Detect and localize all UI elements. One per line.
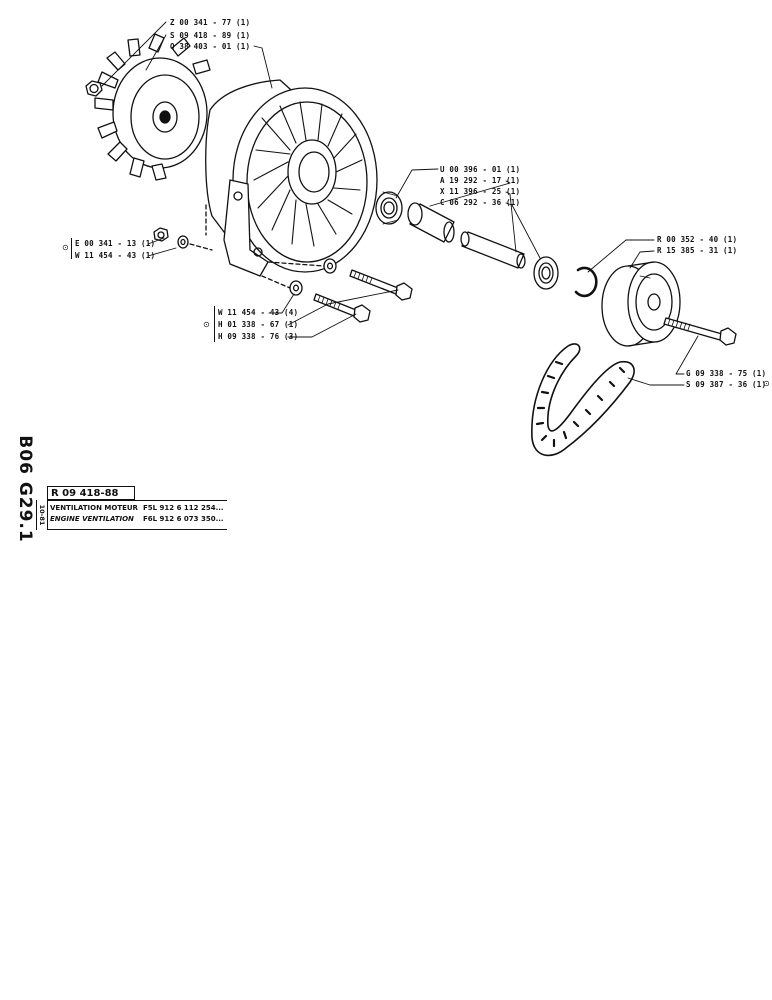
callout-bearing-right: C 06 292 - 36 (1)	[440, 198, 521, 207]
pulley-bolt-part	[663, 317, 737, 346]
title-block: R 09 418-88 VENTILATION MOTEUR F5L 912 6…	[47, 486, 227, 530]
callout-bolt-short: H 01 338 - 67 (1)	[218, 320, 299, 329]
left-washer-part	[177, 235, 189, 249]
callout-left-washer: W 11 454 - 43 (1)	[75, 251, 156, 260]
callout-nut: Z 00 341 - 77 (1)	[170, 18, 251, 27]
nut-part	[85, 80, 103, 97]
long-bolt-part	[349, 269, 413, 301]
model-english: F6L 912 6 073 350...	[143, 515, 224, 523]
group-marker-icon: ⊙	[763, 379, 770, 388]
callout-v-belt: S 09 387 - 36 (1)	[686, 380, 767, 389]
title-lines: VENTILATION MOTEUR F5L 912 6 112 254... …	[47, 500, 227, 530]
callout-fan-housing: Q 38 403 - 01 (1)	[170, 42, 251, 51]
model-french: F5L 912 6 112 254...	[143, 504, 224, 512]
callout-shaft: X 11 396 - 25 (1)	[440, 187, 521, 196]
group-bracket	[71, 238, 72, 259]
callout-bearing-left: U 00 396 - 01 (1)	[440, 165, 521, 174]
group-marker-icon: ⊙	[62, 243, 69, 252]
washer-part	[289, 258, 337, 296]
reference-number: R 09 418-88	[47, 486, 135, 500]
group-marker-icon: ⊙	[203, 320, 210, 329]
bearing-left-part	[375, 191, 403, 225]
shaft-part	[460, 231, 526, 269]
sheet-code: B06 G29.1	[15, 435, 35, 543]
group-bracket	[214, 306, 215, 342]
left-nut-part	[153, 227, 169, 242]
callout-pulley-bolt: G 09 338 - 75 (1)	[686, 369, 767, 378]
spacer-sleeve-part	[407, 202, 455, 243]
sheet-revision: 10-81	[36, 500, 48, 530]
callout-circlip: R 00 352 - 40 (1)	[657, 235, 738, 244]
v-belt-part	[531, 343, 635, 457]
fan-housing-part	[205, 79, 378, 277]
fan-wheel-part	[94, 33, 211, 181]
callout-pulley: R 15 385 - 31 (1)	[657, 246, 738, 255]
callout-bolt-long: H 09 338 - 76 (3)	[218, 332, 299, 341]
callout-fan-wheel: S 09 418 - 89 (1)	[170, 31, 251, 40]
callout-washer-set: W 11 454 - 43 (4)	[218, 308, 299, 317]
callout-left-nut: E 00 341 - 13 (1)	[75, 239, 156, 248]
short-bolt-part	[313, 293, 371, 323]
title-french: VENTILATION MOTEUR F5L 912 6 112 254...	[50, 504, 224, 512]
pulley-part	[601, 261, 681, 348]
callout-spacer-sleeve: A 19 292 - 17 (1)	[440, 176, 521, 185]
title-english: ENGINE VENTILATION F6L 912 6 073 350...	[50, 515, 224, 523]
circlip-part	[574, 266, 598, 298]
bearing-right-part	[533, 256, 559, 290]
